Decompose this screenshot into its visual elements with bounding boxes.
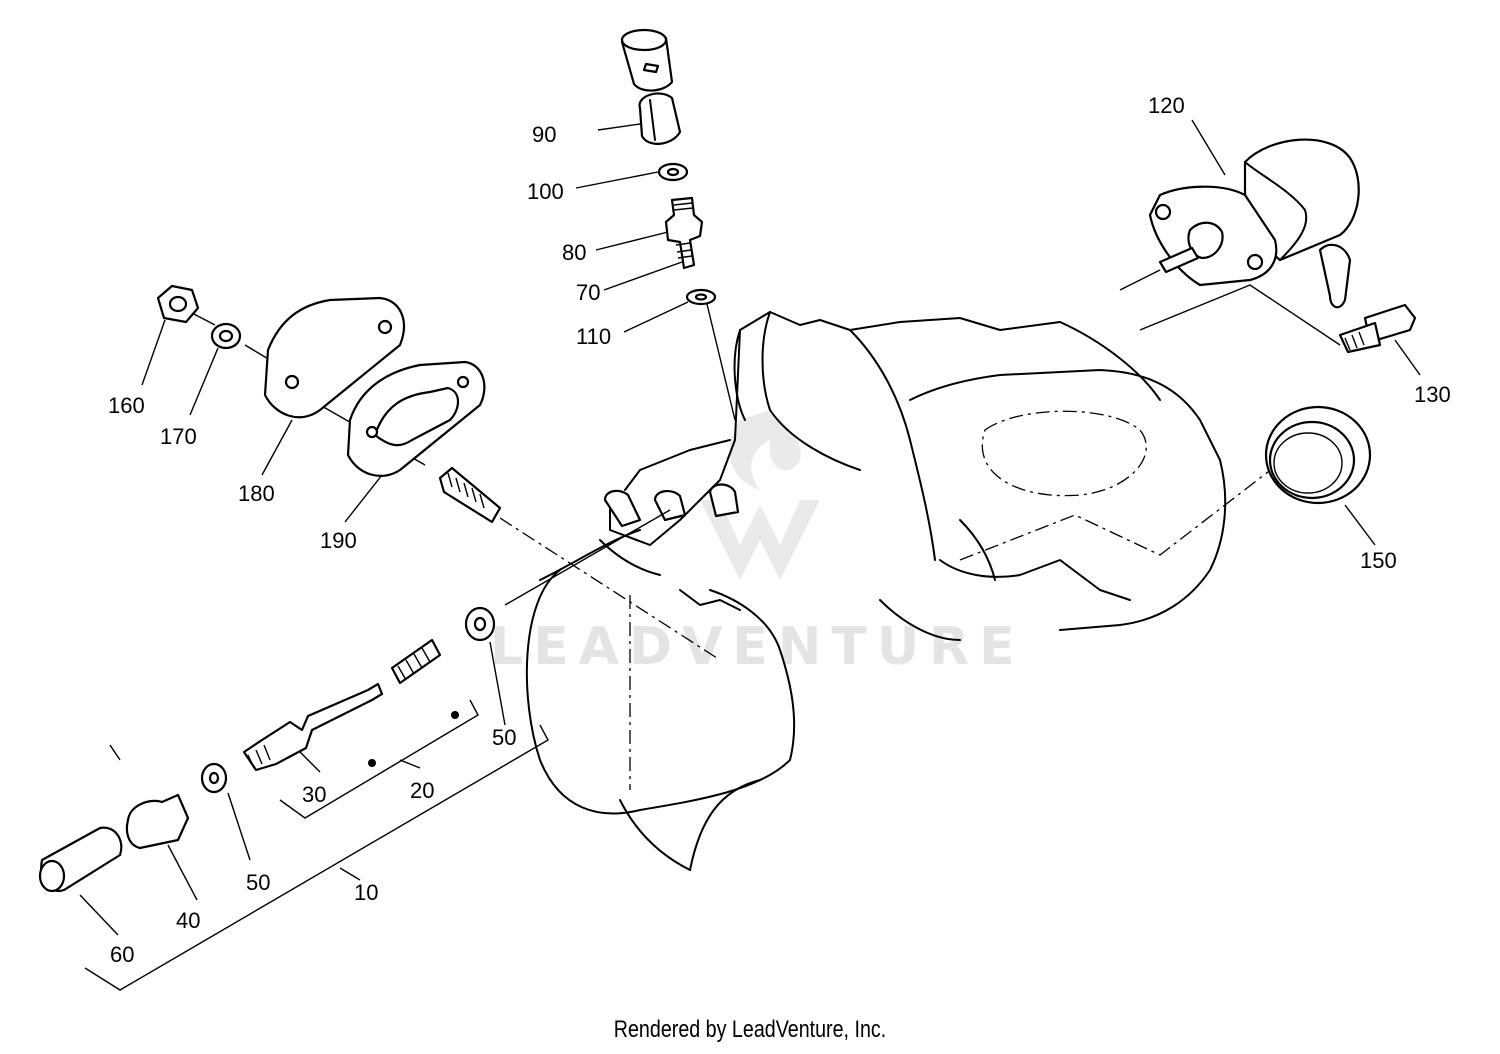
callout-50-upper: 50 xyxy=(492,725,516,750)
part-170-washer xyxy=(210,322,242,350)
callout-180: 180 xyxy=(238,481,275,506)
part-20-spring xyxy=(390,638,442,685)
callout-160: 160 xyxy=(108,393,145,418)
callout-120: 120 xyxy=(1148,93,1185,118)
callout-100: 100 xyxy=(527,179,564,204)
part-100-washer xyxy=(657,162,689,182)
part-90-cap-nut xyxy=(620,28,682,145)
callout-170: 170 xyxy=(160,424,197,449)
part-40-cap-nut xyxy=(125,793,190,850)
part-80-fitting xyxy=(664,196,704,270)
part-130-bolt xyxy=(1338,303,1417,354)
callout-130: 130 xyxy=(1414,382,1451,407)
part-50-washer-lower xyxy=(200,762,228,794)
callout-80: 80 xyxy=(562,240,586,265)
callout-10: 10 xyxy=(354,880,378,905)
bullet-marker xyxy=(368,759,376,767)
part-120-solenoid xyxy=(1148,138,1360,309)
bullet-marker xyxy=(451,711,459,719)
part-110-washer xyxy=(685,288,717,306)
part-30-injector-body xyxy=(242,682,384,772)
part-60-sleeve xyxy=(38,826,123,893)
callout-labels: 10 20 30 40 50 50 60 70 80 90 100 110 12… xyxy=(108,93,1451,967)
callout-60: 60 xyxy=(110,942,134,967)
callout-70: 70 xyxy=(576,280,600,305)
callout-90: 90 xyxy=(532,122,556,147)
engine-housing xyxy=(525,311,1227,871)
callout-190: 190 xyxy=(320,528,357,553)
render-credit: Rendered by LeadVenture, Inc. xyxy=(613,1016,887,1043)
callout-150: 150 xyxy=(1360,548,1397,573)
part-150-seal xyxy=(1264,405,1372,505)
part-160-nut xyxy=(156,284,200,324)
part-190-gasket xyxy=(346,360,486,477)
callout-30: 30 xyxy=(302,782,326,807)
leader-lines xyxy=(79,119,1421,991)
callout-110: 110 xyxy=(576,324,611,349)
stud-bolt xyxy=(438,466,502,524)
watermark-text: LEADVENTURE xyxy=(490,617,1025,677)
callout-50-lower: 50 xyxy=(246,870,270,895)
callout-40: 40 xyxy=(176,908,200,933)
part-180-cover-plate xyxy=(263,296,405,419)
part-50-washer-upper xyxy=(464,606,496,642)
callout-20: 20 xyxy=(410,778,434,803)
watermark-logo xyxy=(700,410,820,580)
